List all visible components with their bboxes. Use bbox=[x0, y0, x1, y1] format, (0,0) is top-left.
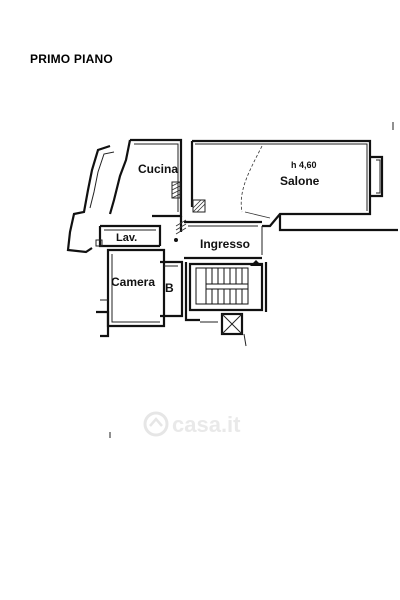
bagno-room bbox=[160, 260, 184, 318]
label-bagno: B bbox=[165, 281, 174, 295]
label-ingresso: Ingresso bbox=[200, 237, 250, 251]
plan-title: PRIMO PIANO bbox=[30, 52, 113, 66]
watermark-text: casa.it bbox=[172, 412, 241, 437]
right-wing-walls bbox=[261, 214, 398, 255]
camera-room bbox=[96, 248, 166, 338]
left-outer-walls bbox=[66, 144, 115, 254]
watermark-logo: casa.it bbox=[143, 411, 241, 437]
ingresso-area bbox=[174, 216, 262, 266]
salone-room bbox=[190, 139, 384, 228]
shaft-box bbox=[200, 312, 247, 347]
label-salone: Salone bbox=[280, 174, 320, 188]
label-cucina: Cucina bbox=[138, 162, 178, 176]
label-salone-height: h 4,60 bbox=[291, 160, 317, 170]
label-camera: Camera bbox=[111, 275, 155, 289]
lavanderia-room bbox=[95, 224, 162, 248]
label-lavanderia: Lav. bbox=[116, 232, 137, 244]
cucina-room bbox=[108, 138, 206, 218]
staircase bbox=[184, 262, 268, 322]
